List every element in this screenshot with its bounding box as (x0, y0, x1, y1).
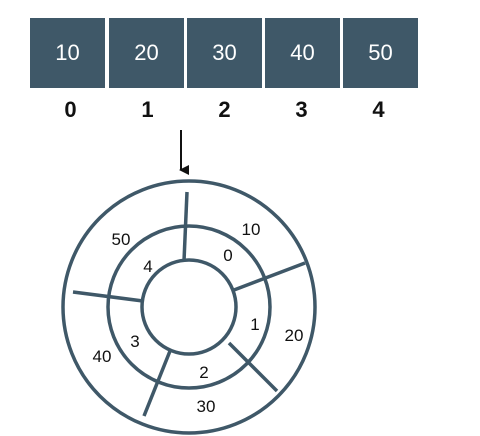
array-cell-value: 10 (55, 40, 80, 65)
ring-value-1: 20 (285, 326, 304, 345)
ring-divider (227, 341, 279, 393)
ring-value-4: 50 (112, 230, 131, 249)
array-cell-0: 10 (30, 18, 105, 88)
ring-value-3: 40 (93, 347, 112, 366)
array-index-1: 1 (141, 97, 154, 122)
array-cell-1: 20 (109, 18, 184, 88)
array-cell-value: 20 (134, 40, 159, 65)
array-cell-value: 40 (290, 40, 315, 65)
ring-index-1: 1 (250, 315, 259, 334)
ring-index-3: 3 (130, 332, 139, 351)
linear-array: 10 20 30 40 50 (30, 18, 420, 88)
ring-index-4: 4 (143, 257, 152, 276)
ring-index-0: 0 (223, 246, 232, 265)
ring-divider (182, 191, 189, 262)
ring-middle-circle (106, 224, 272, 390)
array-cell-3: 40 (265, 18, 340, 88)
array-cell-value: 50 (368, 40, 393, 65)
ring-value-0: 10 (242, 220, 261, 239)
array-cell-4: 50 (343, 18, 418, 88)
array-cell-value: 30 (212, 40, 237, 65)
array-index-3: 3 (295, 97, 308, 122)
ring-inner-circle (140, 258, 238, 356)
ring-divider (142, 350, 172, 417)
array-index-0: 0 (64, 97, 77, 122)
array-index-4: 4 (372, 97, 385, 122)
array-cell-2: 30 (187, 18, 262, 88)
ring-divider (233, 261, 306, 292)
ring-divider (72, 290, 144, 303)
array-index-2: 2 (218, 97, 231, 122)
ring-outer-circle (61, 179, 317, 435)
ring-index-2: 2 (199, 363, 208, 382)
ring-value-2: 30 (197, 397, 216, 416)
